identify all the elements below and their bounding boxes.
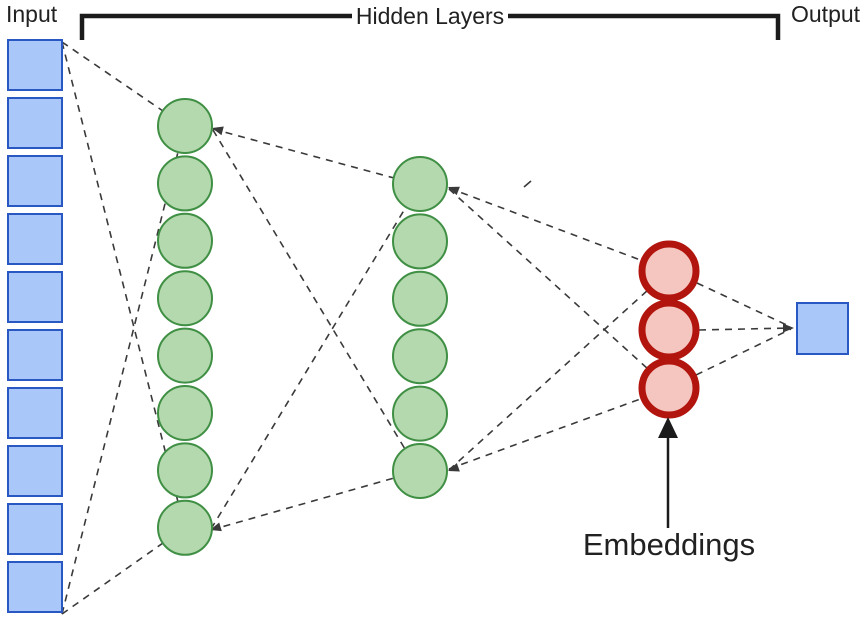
input-node [7,271,63,323]
embedding-layer [638,240,700,419]
arrowhead-icon [783,323,794,333]
output-node [796,302,849,355]
hidden2-node [392,270,448,327]
hidden2-node [392,328,448,385]
hidden1-node [157,442,213,499]
input-node [7,329,63,381]
connection-line [698,327,792,331]
connection-line [448,187,644,262]
input-node [7,97,63,149]
hidden2-node [392,385,448,442]
connection-line [696,282,792,328]
connection-arrowheads [210,126,794,532]
connection-line [210,477,395,531]
hidden2-node [392,443,448,499]
output-layer [796,302,849,355]
connection-line [448,289,649,471]
hidden1-node [157,155,213,212]
hidden-layers-label: Hidden Layers [356,3,504,29]
hidden2-node [392,213,448,270]
embeddings-label: Embeddings [583,527,755,562]
embeddings-arrow [658,417,678,528]
hidden1-node [157,270,213,327]
hidden1-node [157,327,213,384]
hidden1-node [157,499,213,556]
hidden1-node [157,212,213,269]
connection-line [448,188,649,370]
hidden-layers-bracket [79,13,781,40]
embeddings-arrowhead-icon [658,417,678,438]
stray-dash-mark [523,180,532,188]
input-node [7,39,63,91]
connection-line [61,151,179,615]
input-layer [7,39,63,613]
connection-line [61,41,179,503]
input-node [7,213,63,265]
embedding-node [638,240,700,302]
input-node [7,155,63,207]
connection-line [448,397,644,470]
hidden1-node [157,385,213,441]
connection-line [212,129,406,450]
hidden-layer-1 [157,98,213,556]
arrowhead-icon [448,463,460,472]
connection-line [695,328,792,376]
output-label: Output [791,1,861,27]
hidden2-node [392,156,448,212]
input-node [7,387,63,439]
hidden1-node [157,98,213,154]
arrowhead-icon [448,186,460,196]
connection-line [210,206,407,530]
input-node [7,445,63,497]
connection-lines [61,41,792,615]
arrowhead-icon [212,126,224,136]
embedding-node [638,299,700,361]
embedding-node [638,357,700,419]
input-node [7,503,63,555]
connection-line [212,128,395,179]
connection-line [61,41,164,112]
hidden-layer-2 [392,156,448,499]
input-node [7,561,63,613]
connection-line [61,542,164,615]
input-label: Input [6,1,58,27]
